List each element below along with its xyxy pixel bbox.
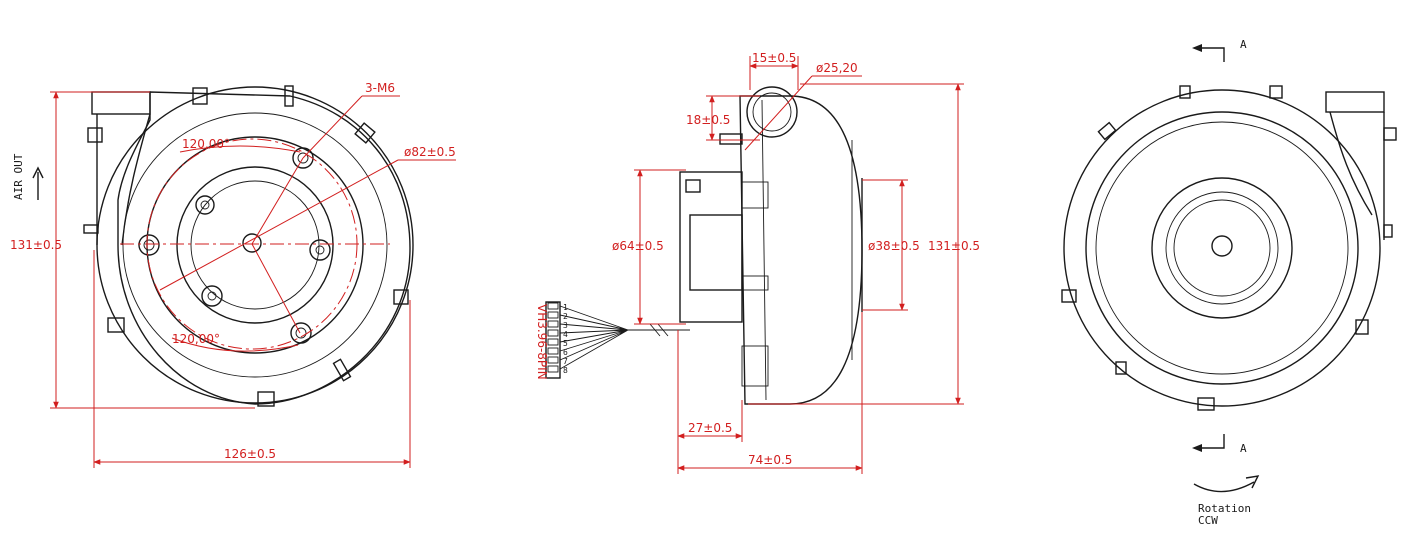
connector-pin-number: 6 <box>563 348 568 357</box>
connector-pin <box>547 302 559 310</box>
section-label-top: A <box>1240 38 1247 51</box>
rotation-arc <box>1193 481 1255 493</box>
side-outlet-inner <box>752 92 792 132</box>
side-clip-top <box>741 181 769 209</box>
side-hub-tab <box>685 179 701 193</box>
front-angle-arc-bottom <box>171 337 299 352</box>
side-outlet-stub <box>719 133 743 145</box>
front-bolt-holes <box>138 147 331 344</box>
front-height-label: 131±0.5 <box>10 238 62 252</box>
front-mount-plate <box>146 136 364 354</box>
side-height-label: 131±0.5 <box>928 239 980 253</box>
section-arrow-bottom-icon <box>1192 444 1202 452</box>
connector-pin <box>547 365 559 373</box>
angle-top-label: 120,00° <box>182 137 230 151</box>
outlet-offset-label: 18±0.5 <box>686 113 730 127</box>
side-clip-mid <box>741 275 769 291</box>
connector-cable <box>628 323 690 337</box>
rear-ring-1 <box>1085 111 1359 385</box>
rotation-label-line2: CCW <box>1198 514 1218 527</box>
rear-inlet <box>1151 177 1293 319</box>
front-radial-line-2 <box>251 157 304 245</box>
connector-pin <box>547 356 559 364</box>
front-shaft <box>242 233 262 253</box>
connector-pin <box>547 320 559 328</box>
connector-pin <box>547 311 559 319</box>
outlet-width-label: 15±0.5 <box>752 51 796 65</box>
front-thread-leader <box>302 95 363 159</box>
connector-pin-number: 4 <box>563 330 568 339</box>
side-hub-core <box>689 214 743 291</box>
side-hub-body <box>679 171 743 323</box>
connector-pin <box>547 347 559 355</box>
section-label-bottom: A <box>1240 442 1247 455</box>
connector-pins <box>545 301 561 379</box>
rear-shaft <box>1211 235 1233 257</box>
section-marker-bottom <box>1196 434 1225 449</box>
air-out-label: AIR OUT <box>12 153 25 200</box>
front-hub <box>176 166 334 324</box>
hub-dia-label: ø64±0.5 <box>612 239 664 253</box>
outlet-dia-label: ø25,20 <box>816 61 858 75</box>
section-marker-top <box>1196 47 1225 62</box>
side-outlet-circle <box>746 86 798 138</box>
outlet-dia-leader <box>744 75 813 151</box>
angle-bottom-label: 120,00° <box>172 332 220 346</box>
side-clip-bottom <box>741 345 769 387</box>
connector-pin-number: 5 <box>563 339 568 348</box>
air-out-arrow-icon <box>32 166 44 200</box>
connector-pin-number: 7 <box>563 357 568 366</box>
inlet-dia-label: ø38±0.5 <box>868 239 920 253</box>
connector-label: VH3.96-8PIN <box>535 304 549 380</box>
side-housing-outline <box>739 95 863 405</box>
front-hub-inner <box>190 180 320 310</box>
rear-housing-outer <box>1063 89 1381 407</box>
connector-wires <box>559 305 629 370</box>
thread-note-label: 3-M6 <box>365 81 395 95</box>
front-bolt-circle-diameter-line <box>159 159 399 291</box>
front-inner-ring <box>122 112 388 378</box>
connector-pin-number: 8 <box>563 366 568 375</box>
rear-inlet-ring <box>1165 191 1279 305</box>
rear-inlet-ring-2 <box>1173 199 1271 297</box>
rear-ring-2 <box>1095 121 1349 375</box>
front-outlet-top <box>91 91 151 115</box>
front-width-label: 126±0.5 <box>224 447 276 461</box>
front-clips <box>83 85 409 407</box>
front-radial-line <box>251 243 301 334</box>
side-housing-edges <box>761 99 853 401</box>
connector-pin <box>547 329 559 337</box>
front-angle-arc-top <box>179 145 301 153</box>
section-arrow-top-icon <box>1192 44 1202 52</box>
rear-outlet-top <box>1325 91 1385 113</box>
rotation-label-line1: Rotation <box>1198 502 1251 515</box>
hub-depth-label: 27±0.5 <box>688 421 732 435</box>
rear-view: A A Rotation CCW <box>1061 38 1397 527</box>
overall-depth-label: 74±0.5 <box>748 453 792 467</box>
connector-pin <box>547 338 559 346</box>
connector-pin-number: 3 <box>563 321 568 330</box>
rotation-arrow-icon <box>1245 475 1260 489</box>
rear-clips <box>1061 85 1397 411</box>
bolt-circle-label: ø82±0.5 <box>404 145 456 159</box>
front-view: AIR OUT 131±0.5 126±0.5 3-M6 ø82±0.5 120… <box>10 81 456 468</box>
